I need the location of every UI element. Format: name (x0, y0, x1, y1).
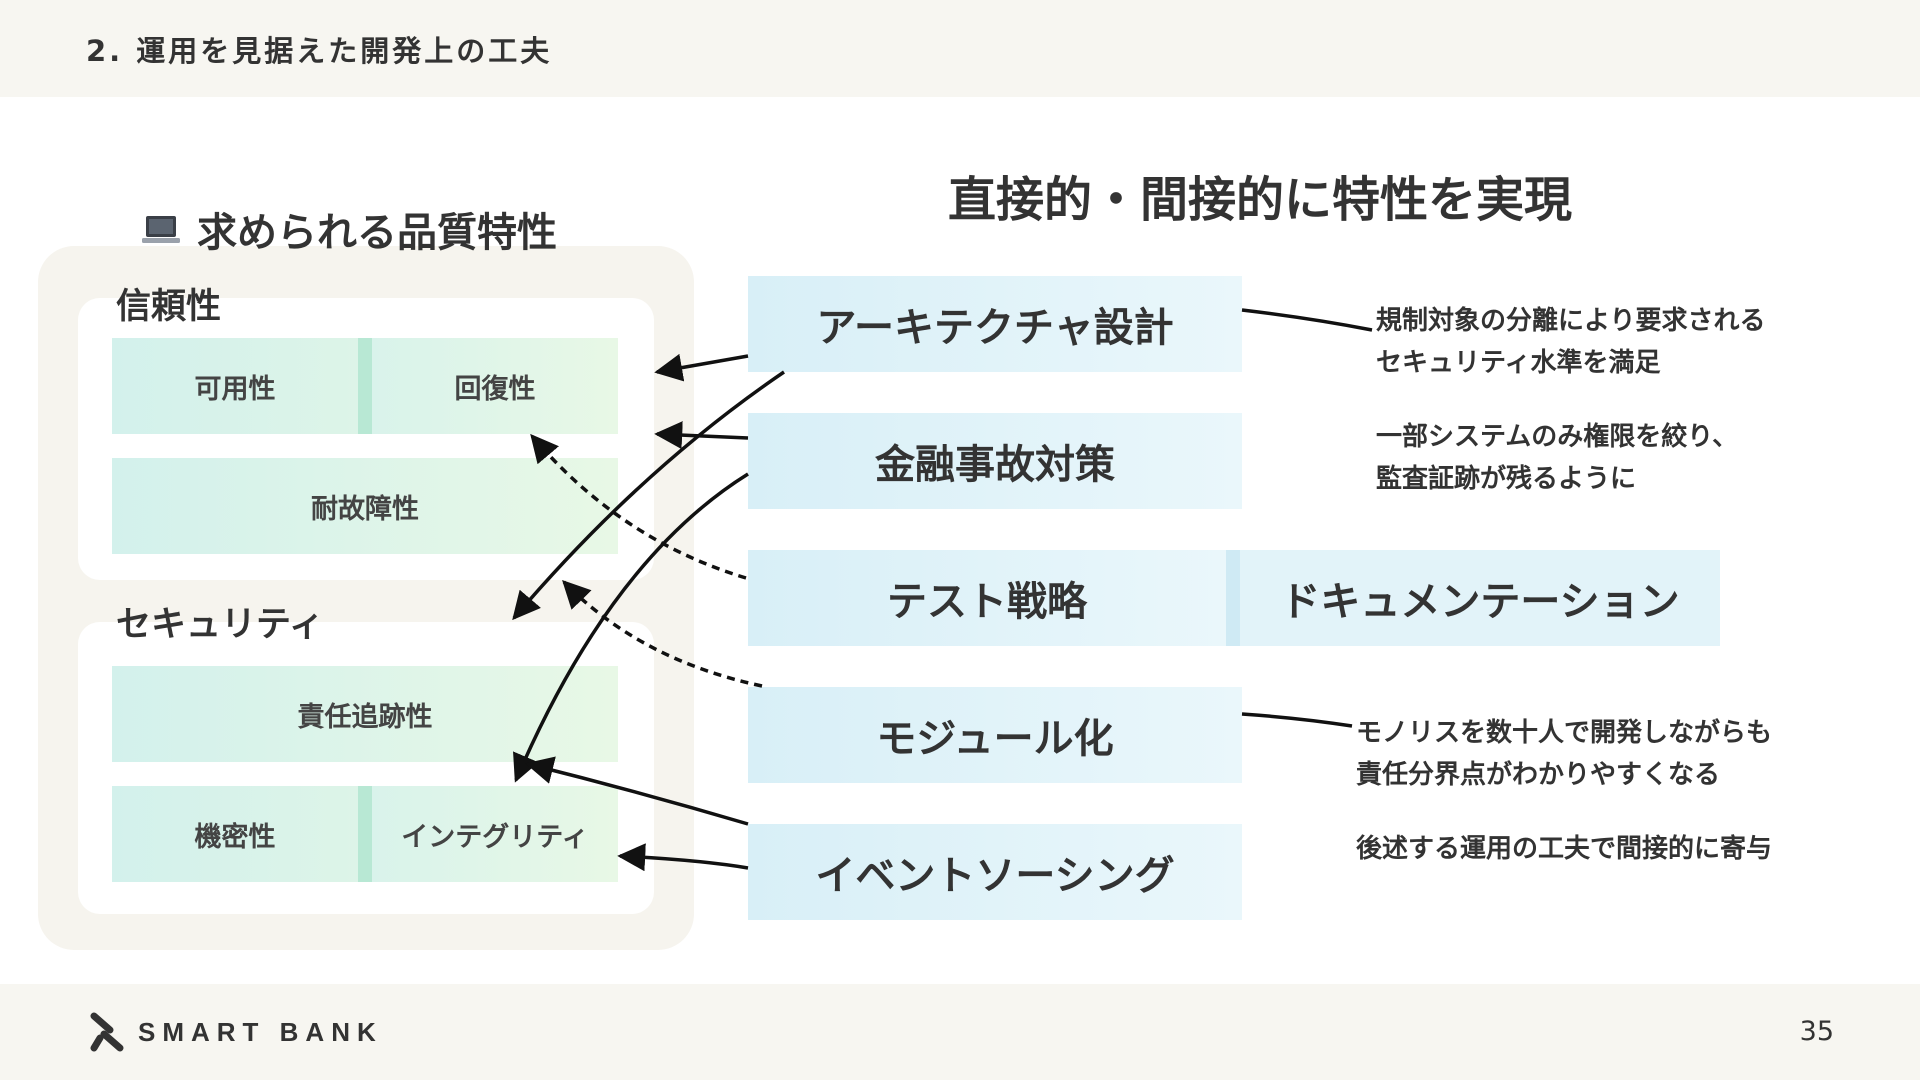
event-sourcing-box: イベントソーシング (748, 824, 1242, 920)
test-strategy-box: テスト戦略 (748, 550, 1226, 646)
quality-heading-text: 求められる品質特性 (197, 210, 557, 256)
logo: SMART BANK (90, 1012, 383, 1052)
event-sourcing-note: 後述する運用の工夫で間接的に寄与 (1356, 828, 1772, 870)
arrow-financial-to-reliability (654, 421, 749, 450)
architecture-note-line2: セキュリティ水準を満足 (1376, 348, 1661, 378)
architecture-note-line1: 規制対象の分離により要求される (1376, 306, 1766, 336)
laptop-icon (142, 216, 180, 243)
cell-divider (358, 338, 372, 434)
modularization-note-line2: 責任分界点がわかりやすくなる (1356, 760, 1721, 790)
documentation-box: ドキュメンテーション (1240, 550, 1720, 646)
modularization-note: モノリスを数十人で開発しながらも 責任分界点がわかりやすくなる (1356, 712, 1772, 796)
fault-tolerance-cell: 耐故障性 (112, 458, 618, 554)
arrow-financial-to-integrity (513, 472, 749, 783)
security-heading: セキュリティ (116, 605, 324, 645)
event-sourcing-note-line1: 後述する運用の工夫で間接的に寄与 (1356, 834, 1773, 864)
financial-incident-box: 金融事故対策 (748, 413, 1242, 509)
accountability-cell: 責任追跡性 (112, 666, 618, 762)
arrow-architecture-to-security (512, 370, 785, 621)
architecture-box: アーキテクチャ設計 (748, 276, 1242, 372)
confidentiality-cell: 機密性 (112, 786, 358, 882)
arrow-event-sourcing-to-integrity (617, 843, 749, 872)
architecture-note-connector (1241, 308, 1373, 332)
quality-heading: 求められる品質特性 (141, 200, 557, 258)
main-heading: 直接的・間接的に特性を実現 (948, 172, 1573, 228)
documentation-accent-bar (1226, 550, 1240, 646)
modularization-note-connector (1241, 712, 1353, 728)
financial-note-line1: 一部システムのみ権限を絞り、 (1376, 422, 1739, 452)
modularization-box: モジュール化 (748, 687, 1242, 783)
footer-band (0, 984, 1920, 1080)
cell-divider (358, 786, 372, 882)
page-number: 35 (1799, 1016, 1834, 1047)
financial-note: 一部システムのみ権限を絞り、 監査証跡が残るように (1376, 416, 1738, 500)
arrow-test-to-recoverability (530, 433, 747, 580)
availability-cell: 可用性 (112, 338, 358, 434)
section-title: 2. 運用を見据えた開発上の工夫 (86, 34, 553, 68)
architecture-note: 規制対象の分離により要求される セキュリティ水準を満足 (1376, 300, 1765, 384)
header-band (0, 0, 1920, 97)
reliability-heading: 信頼性 (116, 287, 222, 327)
integrity-cell: インテグリティ (372, 786, 618, 882)
modularization-note-line1: モノリスを数十人で開発しながらも (1356, 718, 1773, 748)
recoverability-cell: 回復性 (372, 338, 618, 434)
arrow-event-sourcing-to-integrity-upper (525, 756, 749, 826)
logo-text: SMART BANK (138, 1016, 383, 1047)
arrow-architecture-to-reliability (654, 353, 749, 382)
financial-note-line2: 監査証跡が残るように (1376, 464, 1637, 494)
smartbank-logo-mark-icon (90, 1012, 124, 1052)
arrow-modularization-to-security (562, 579, 763, 688)
